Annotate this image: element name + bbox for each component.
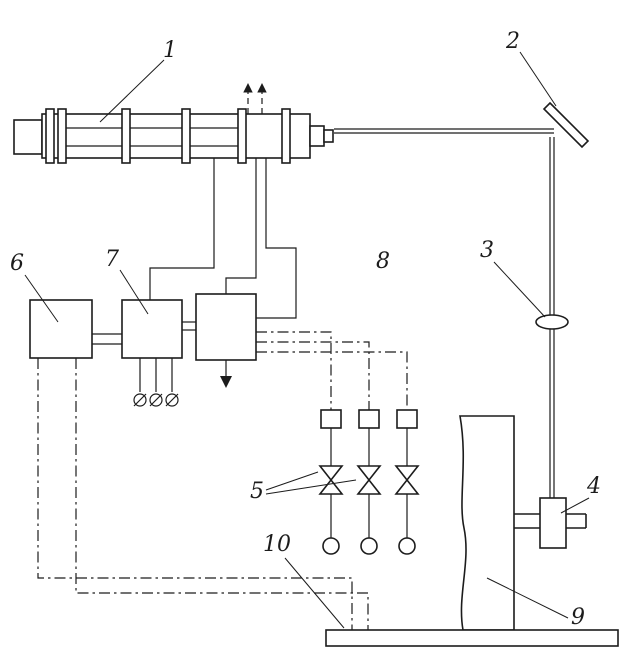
phase-symbol-slash [149, 393, 163, 407]
control-box-right [195, 293, 257, 361]
control-line [256, 351, 408, 410]
leader-7 [119, 269, 149, 315]
reference-numerals: 1 2 3 4 5 6 7 8 9 10 [10, 29, 601, 630]
leader-lines [24, 51, 590, 629]
label-6: 6 [10, 251, 24, 276]
column-stand [459, 415, 515, 631]
wire [225, 158, 257, 294]
control-units [92, 293, 257, 361]
laser-flange [57, 108, 67, 164]
control-line [75, 358, 369, 630]
phase-symbol-icon [133, 393, 147, 407]
control-line [37, 358, 353, 630]
label-5: 5 [250, 479, 264, 504]
label-3: 3 [480, 238, 494, 263]
valve-actuator [320, 409, 342, 429]
leader-2 [519, 51, 557, 107]
control-lines [37, 331, 408, 630]
laser-output-nub [309, 125, 325, 147]
head-body [539, 497, 567, 549]
valve-knob [322, 537, 340, 555]
phase-outputs [133, 358, 179, 407]
phase-symbol-slash [133, 393, 147, 407]
leader-5a [265, 471, 319, 491]
laser-flange [237, 108, 247, 164]
tube-wiring [149, 158, 297, 319]
laser-body [41, 113, 311, 159]
laser-flange [281, 108, 291, 164]
laser-flange [181, 108, 191, 164]
laser-tube [13, 108, 334, 164]
phase-symbol-slash [165, 393, 179, 407]
base-plate [325, 629, 619, 647]
control-line [256, 331, 332, 410]
valve-bank [318, 409, 420, 555]
valve-body [318, 465, 344, 482]
control-box-left [121, 299, 183, 359]
focusing-lens [535, 314, 569, 330]
leader-1 [99, 59, 165, 123]
output-arrow [220, 360, 232, 388]
phase-symbol-icon [149, 393, 163, 407]
valve-body [394, 465, 420, 482]
label-7: 7 [105, 247, 119, 272]
wire [256, 158, 297, 319]
valve-body [318, 478, 344, 495]
laser-flange [121, 108, 131, 164]
control-line [256, 341, 370, 410]
label-10: 10 [263, 532, 291, 557]
leader-5b [265, 479, 357, 495]
laser-flange [45, 108, 55, 164]
vent-arrows [243, 83, 267, 114]
leader-4 [560, 497, 590, 514]
leader-6 [24, 274, 59, 323]
label-4: 4 [586, 474, 601, 499]
valve-actuator [396, 409, 418, 429]
valve-actuator [358, 409, 380, 429]
laser-output-aperture [323, 129, 334, 143]
laser-end-cap-left [13, 119, 43, 155]
phase-symbol-icon [165, 393, 179, 407]
leader-10 [284, 557, 345, 629]
focusing-head [514, 497, 587, 549]
label-1: 1 [163, 38, 177, 63]
label-2: 2 [505, 29, 520, 54]
valve-knob [398, 537, 416, 555]
valve-knob [360, 537, 378, 555]
leader-9 [486, 577, 569, 619]
wire [149, 158, 215, 300]
label-8: 8 [376, 249, 390, 274]
valve-body [356, 465, 382, 482]
power-unit-box [29, 299, 93, 359]
label-9: 9 [571, 605, 585, 630]
valve-body [394, 478, 420, 495]
leader-3 [493, 261, 546, 318]
down-arrow-icon [220, 376, 232, 388]
turning-mirror [542, 101, 590, 149]
valve-body [356, 478, 382, 495]
beam-path [334, 128, 555, 498]
